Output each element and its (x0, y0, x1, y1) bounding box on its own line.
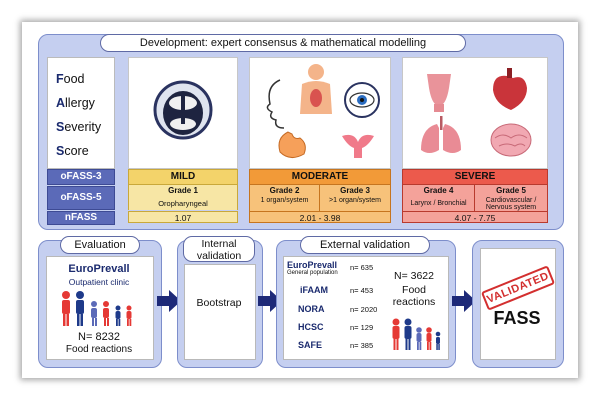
severe-grade-5: Grade 5 (475, 185, 548, 197)
moderate-score: 2.01 - 3.98 (249, 211, 391, 223)
evaluation-setting: Outpatient clinic (68, 277, 130, 287)
evaluation-n: N= 8232 (78, 331, 120, 343)
internal-method: Bootstrap (196, 297, 242, 309)
uterus-icon (342, 134, 374, 158)
torso-icon (300, 64, 332, 114)
acronym-line-2: Allergy (56, 96, 95, 110)
moderate-grade-2: Grade 2 (249, 185, 320, 197)
organs-moderate-icons (266, 64, 380, 158)
severe-header: SEVERE (402, 169, 548, 185)
profile-face-icon (266, 79, 285, 129)
moderate-grade-3: Grade 3 (320, 185, 391, 197)
row-label-ofass5: oFASS-5 (47, 186, 115, 210)
external-study-4-n: n= 129 (350, 323, 374, 332)
moderate-image-box (249, 57, 391, 169)
external-study-2-n: n= 453 (350, 286, 374, 295)
mild-image-box (128, 57, 238, 169)
moderate-header: MODERATE (249, 169, 391, 185)
external-box (283, 256, 449, 360)
mild-site: Oropharyngeal (128, 197, 238, 210)
arrow-right-icon-3 (452, 290, 476, 312)
larynx-icon (427, 74, 451, 112)
internal-box (184, 264, 256, 360)
evaluation-study: EuroPrevall (68, 263, 130, 275)
severe-grade-4: Grade 4 (402, 185, 475, 197)
external-study-3-n: n= 2020 (350, 305, 378, 314)
mild-score: 1.07 (128, 211, 238, 223)
evaluation-title: Evaluation (60, 236, 140, 254)
external-study-2-name: iFAAM (300, 285, 328, 295)
external-study-1-n: n= 635 (350, 263, 374, 272)
acronym-line-3: Severity (56, 120, 102, 134)
arrow-right-icon (157, 290, 181, 312)
fass-acronym-box: Food Allergy Severity Score (47, 57, 115, 169)
internal-title: Internal validation (183, 236, 255, 262)
external-total-label: Food reactions (392, 284, 436, 308)
heart-icon (493, 68, 527, 110)
external-study-5-name: SAFE (298, 340, 323, 350)
brain-icon (490, 123, 532, 157)
final-box (480, 248, 556, 360)
row-label-nfass: nFASS (47, 211, 115, 225)
family-icon (62, 291, 132, 326)
external-study-5-n: n= 385 (350, 341, 374, 350)
organs-severe-icons (421, 68, 532, 157)
external-study-1-sub: General population (287, 270, 338, 276)
evaluation-box (46, 256, 154, 360)
external-study-4-name: HCSC (298, 322, 324, 332)
severe-score: 4.07 - 7.75 (402, 211, 548, 223)
external-total-n: N= 3622 (394, 270, 434, 282)
acronym-line-4: Score (56, 144, 89, 158)
moderate-site-3: >1 organ/system (320, 197, 391, 211)
mild-grade: Grade 1 (128, 185, 238, 197)
external-study-3-name: NORA (298, 304, 325, 314)
moderate-site-2: 1 organ/system (249, 197, 320, 211)
development-title: Development: expert consensus & mathemat… (100, 34, 466, 52)
external-study-1-name: EuroPrevall (287, 260, 338, 270)
lungs-icon (421, 116, 461, 153)
stomach-icon (278, 131, 306, 158)
acronym-line-1: Food (56, 72, 85, 86)
evaluation-reactions: Food reactions (65, 344, 133, 355)
severe-site-5: Cardiovascular / Nervous system (475, 197, 548, 211)
eye-icon (344, 82, 380, 118)
severe-image-box (402, 57, 548, 169)
row-label-ofass3: oFASS-3 (47, 169, 115, 185)
mild-header: MILD (128, 169, 238, 185)
final-fass-label: FASS (493, 308, 541, 328)
external-title: External validation (300, 236, 430, 254)
oropharynx-icon (153, 80, 213, 140)
family-icon-2 (392, 318, 441, 350)
severe-site-4: Larynx / Bronchial (402, 197, 475, 211)
